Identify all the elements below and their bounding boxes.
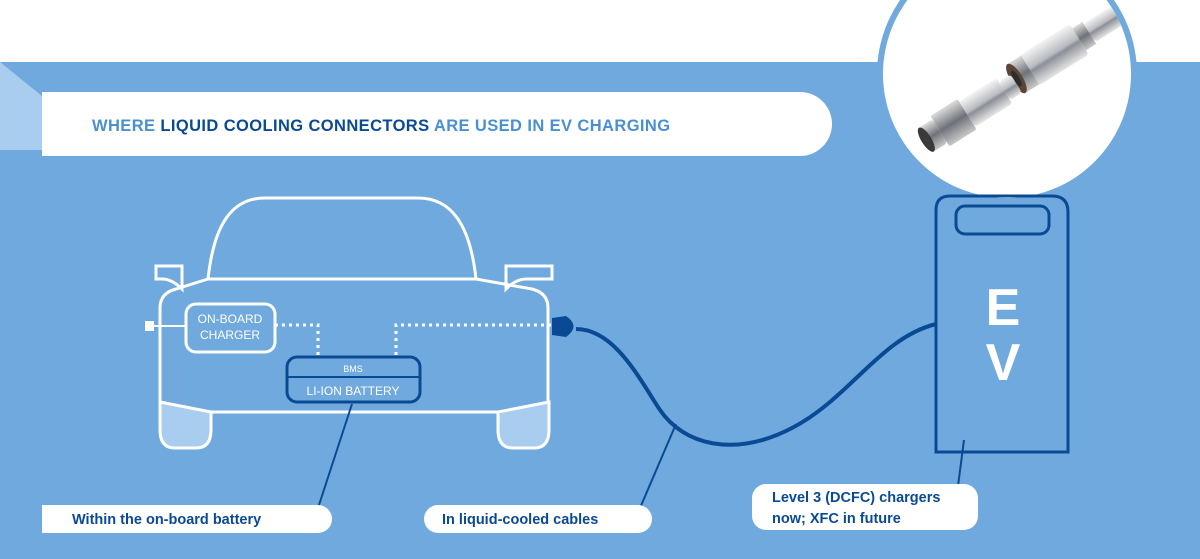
callout-battery-text: Within the on-board battery [72,512,261,528]
station-letter-v: V [986,334,1021,392]
charging-cable-icon [575,322,937,447]
battery-label: LI-ION BATTERY [307,384,400,398]
callout-chargers [752,484,978,530]
title-emphasis: LIQUID COOLING CONNECTORS [160,117,429,135]
charger-label-line2: CHARGER [200,328,260,342]
callout-chargers-line2: now; XFC in future [772,511,901,527]
cable-leader-line [639,423,677,509]
connector-photo [877,0,1137,204]
bms-label: BMS [343,364,363,374]
callout-cables [424,505,652,533]
battery-leader-line [317,403,353,509]
car-outline-icon [145,196,554,450]
charging-plug-icon [552,316,574,337]
callout-battery [42,505,332,533]
charger-label-line1: ON-BOARD [198,312,263,326]
battery-box [285,355,422,404]
page-title: WHERE LIQUID COOLING CONNECTORS ARE USED… [92,117,670,135]
station-letter-e: E [986,279,1021,337]
charging-station-icon [934,194,1070,454]
on-board-charger-box [184,302,277,354]
title-prefix: WHERE [92,117,160,135]
title-banner [42,92,832,156]
title-fold [0,62,42,150]
station-leader-line [957,439,965,487]
callout-chargers-line1: Level 3 (DCFC) chargers [772,490,940,506]
callout-cables-text: In liquid-cooled cables [442,512,598,528]
title-suffix: ARE USED IN EV CHARGING [430,117,671,135]
